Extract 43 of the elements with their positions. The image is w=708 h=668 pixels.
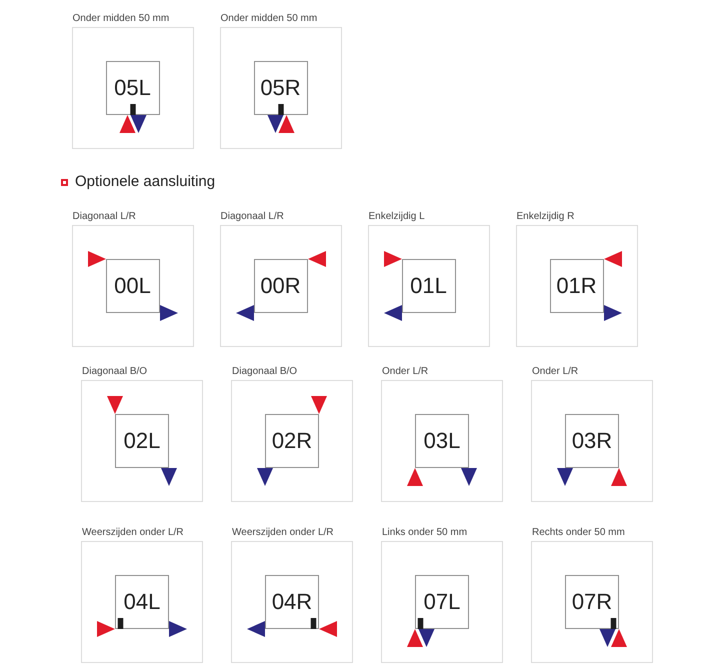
- panel-caption: Onder midden 50 mm: [72, 13, 170, 25]
- panel-caption: Weerszijden onder L/R: [232, 527, 334, 539]
- panel-caption: Onder midden 50 mm: [220, 13, 318, 25]
- panel-caption: Onder L/R: [532, 366, 578, 378]
- radiator-code: 05L: [114, 76, 151, 100]
- panel-caption: Enkelzijdig L: [368, 210, 425, 222]
- panel-caption: Diagonaal L/R: [220, 210, 284, 222]
- radiator-code: 01L: [410, 274, 447, 298]
- radiator-box: [254, 258, 308, 312]
- panel-caption: Rechts onder 50 mm: [532, 527, 625, 539]
- radiator-box: [402, 258, 456, 312]
- radiator-box: [265, 575, 319, 629]
- radiator-code: 04L: [124, 590, 160, 614]
- panel-caption: Diagonaal B/O: [232, 366, 298, 378]
- radiator-code: 03R: [572, 429, 612, 453]
- radiator-code: 02R: [272, 429, 312, 453]
- radiator-box: [106, 61, 160, 115]
- radiator-box: [415, 414, 469, 468]
- radiator-code: 00L: [114, 274, 151, 298]
- section-heading: Optionele aansluiting: [75, 173, 216, 191]
- radiator-code: 05R: [260, 76, 301, 100]
- radiator-box: [550, 258, 604, 312]
- panel-caption: Onder L/R: [382, 366, 428, 378]
- radiator-code: 03L: [424, 429, 460, 453]
- radiator-code: 07L: [424, 590, 460, 614]
- radiator-code: 04R: [272, 590, 312, 614]
- radiator-box: [265, 414, 319, 468]
- radiator-code: 01R: [556, 274, 597, 298]
- radiator-box: [565, 575, 619, 629]
- radiator-box: [254, 61, 308, 115]
- radiator-box: [415, 575, 469, 629]
- radiator-box: [115, 575, 169, 629]
- panel-caption: Links onder 50 mm: [382, 527, 468, 539]
- radiator-code: 00R: [260, 274, 301, 298]
- panel-caption: Diagonaal L/R: [72, 210, 136, 222]
- radiator-box: [565, 414, 619, 468]
- panel-caption: Weerszijden onder L/R: [82, 527, 184, 539]
- radiator-box: [115, 414, 169, 468]
- radiator-box: [106, 258, 160, 312]
- panel-caption: Enkelzijdig R: [516, 210, 574, 222]
- panel-caption: Diagonaal B/O: [82, 366, 148, 378]
- radiator-code: 07R: [572, 590, 612, 614]
- radiator-code: 02L: [124, 429, 160, 453]
